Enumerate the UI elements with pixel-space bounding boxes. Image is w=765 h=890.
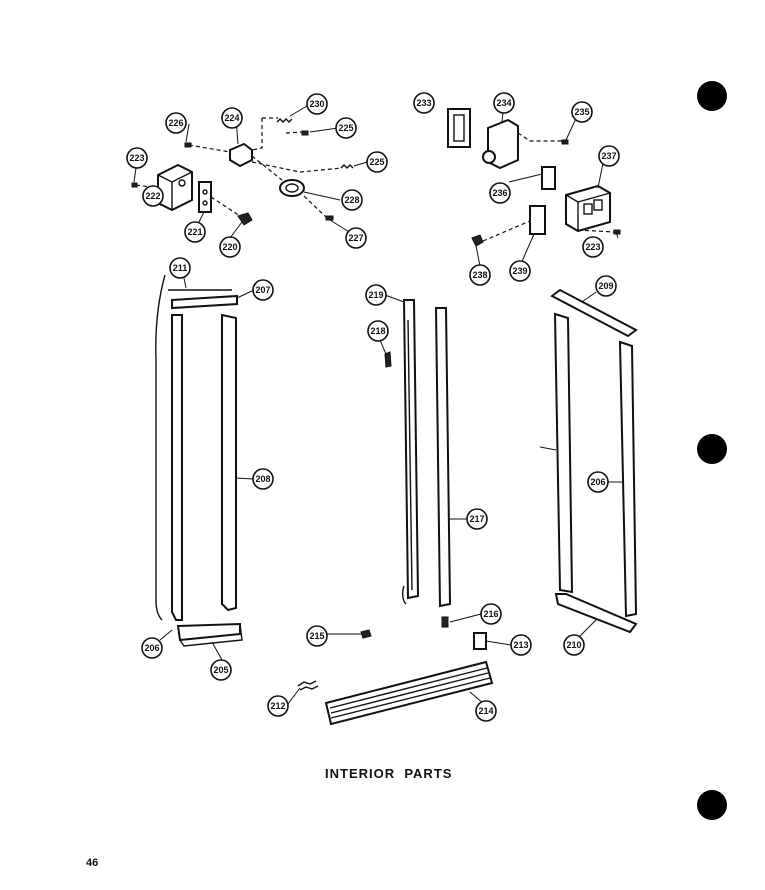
callout-214: 214	[475, 700, 497, 722]
svg-text:213: 213	[513, 640, 528, 650]
svg-text:239: 239	[512, 266, 527, 276]
callout-225-top: 225	[335, 117, 357, 139]
svg-text:224: 224	[224, 113, 239, 123]
callout-217: 217	[466, 508, 488, 530]
svg-text:233: 233	[416, 98, 431, 108]
svg-text:223: 223	[129, 153, 144, 163]
callout-224: 224	[221, 107, 243, 129]
svg-text:219: 219	[368, 290, 383, 300]
svg-text:225: 225	[338, 123, 353, 133]
callout-220: 220	[219, 236, 241, 258]
callout-234: 234	[493, 92, 515, 114]
callout-222: 222	[142, 185, 164, 207]
callout-228: 228	[341, 189, 363, 211]
callout-206-left: 206	[141, 637, 163, 659]
svg-text:226: 226	[168, 118, 183, 128]
svg-text:214: 214	[478, 706, 493, 716]
figure-caption: INTERIOR PARTS	[325, 766, 453, 781]
callout-233: 233	[413, 92, 435, 114]
callout-211: 211	[169, 257, 191, 279]
svg-text:210: 210	[566, 640, 581, 650]
hinge-assembly-left	[131, 117, 354, 226]
callout-227: 227	[345, 227, 367, 249]
svg-text:238: 238	[472, 270, 487, 280]
svg-text:227: 227	[348, 233, 363, 243]
callout-219: 219	[365, 284, 387, 306]
svg-text:235: 235	[574, 107, 589, 117]
svg-text:207: 207	[255, 285, 270, 295]
svg-text:236: 236	[492, 188, 507, 198]
callout-236: 236	[489, 182, 511, 204]
callout-230: 230	[306, 93, 328, 115]
svg-text:206: 206	[590, 477, 605, 487]
svg-text:205: 205	[213, 665, 228, 675]
control-assembly-right	[447, 108, 621, 247]
page-number: 46	[86, 857, 99, 869]
callout-218: 218	[367, 320, 389, 342]
svg-text:220: 220	[222, 242, 237, 252]
binder-hole-top	[697, 81, 727, 111]
callout-210: 210	[563, 634, 585, 656]
left-door-frame	[155, 274, 243, 647]
svg-text:228: 228	[344, 195, 359, 205]
callout-223-left: 223	[126, 147, 148, 169]
callout-216: 216	[480, 603, 502, 625]
svg-text:237: 237	[601, 151, 616, 161]
callout-212: 212	[267, 695, 289, 717]
binder-hole-bottom	[697, 790, 727, 820]
svg-text:217: 217	[469, 514, 484, 524]
callout-235: 235	[571, 101, 593, 123]
svg-text:211: 211	[173, 263, 188, 273]
callout-239: 239	[509, 260, 531, 282]
binder-hole-middle	[697, 434, 727, 464]
callout-238: 238	[469, 264, 491, 286]
svg-text:208: 208	[255, 474, 270, 484]
callout-221: 221	[184, 221, 206, 243]
callout-237: 237	[598, 145, 620, 167]
svg-text:230: 230	[309, 99, 324, 109]
callout-226: 226	[165, 112, 187, 134]
callout-209: 209	[595, 275, 617, 297]
callout-206-right: 206	[587, 471, 609, 493]
callout-225-mid: 225	[366, 151, 388, 173]
svg-text:216: 216	[483, 609, 498, 619]
bottom-grille	[297, 629, 494, 726]
callout-208: 208	[252, 468, 274, 490]
svg-text:206: 206	[144, 643, 159, 653]
svg-text:225: 225	[369, 157, 384, 167]
callout-207: 207	[252, 279, 274, 301]
callout-213: 213	[510, 634, 532, 656]
svg-text:215: 215	[309, 631, 324, 641]
svg-text:221: 221	[187, 227, 202, 237]
svg-text:222: 222	[145, 191, 160, 201]
svg-text:209: 209	[598, 281, 613, 291]
svg-text:223: 223	[585, 242, 600, 252]
svg-text:234: 234	[496, 98, 511, 108]
callout-205: 205	[210, 659, 232, 681]
center-strips	[384, 299, 452, 628]
right-door-frame	[550, 288, 638, 634]
svg-text:212: 212	[270, 701, 285, 711]
callout-bubbles: 226 224 230 223 225 225 222 221 228 220 …	[126, 92, 620, 722]
svg-text:218: 218	[370, 326, 385, 336]
callout-215: 215	[306, 625, 328, 647]
callout-223-right: 223	[582, 236, 604, 258]
